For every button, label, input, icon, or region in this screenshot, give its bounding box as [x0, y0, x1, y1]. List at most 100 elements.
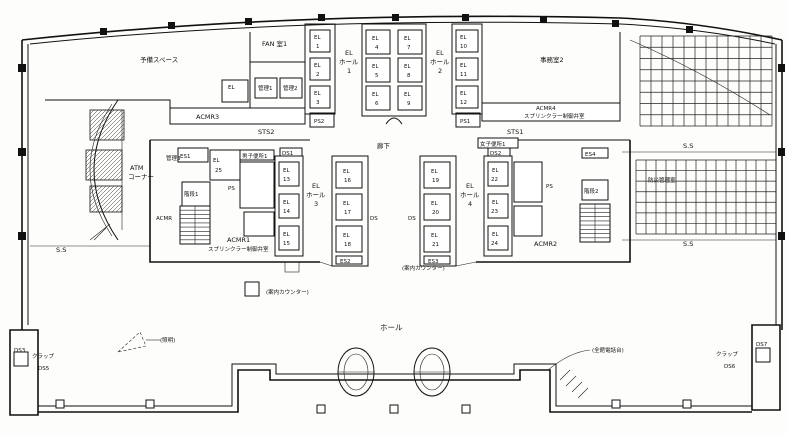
right-core: EL 22 EL 23 EL 24 DS2 女子便所1 PS ES4 階段2 A… [476, 137, 631, 263]
ss-label-left: S.S [56, 246, 66, 254]
left-atm-area: ATM コーナー [85, 99, 154, 241]
upper-rooms: 予備スペース FAN 室1 管理1 管理2 EL ACMR3 STS2 PS2 … [45, 30, 621, 150]
reception-counter: (案内カウンター) (案内カウンター) [244, 261, 445, 297]
acmr-left-label: ACMR [156, 216, 172, 222]
el-17-prefix: EL [343, 201, 350, 207]
el-hall-3-b: ホール [306, 191, 326, 199]
el-20-prefix: EL [431, 201, 438, 207]
el-15-number: 15 [283, 241, 290, 247]
el-small-a-label: EL [228, 85, 235, 91]
el-18-prefix: EL [343, 233, 350, 239]
mgmt-label: 防災管理室 [648, 176, 676, 184]
el-hall-4-label: EL ホール 4 [460, 182, 480, 208]
el-hall-4-b: ホール [460, 191, 480, 199]
el-7-prefix: EL [404, 36, 411, 42]
el-2-prefix: EL [314, 63, 321, 69]
outer-walls [9, 14, 785, 416]
el-1-number: 1 [316, 44, 320, 50]
ds6-area: DS7 クラップ DS6 [716, 342, 771, 370]
el-hall-1-c: 1 [347, 67, 351, 75]
el-11-prefix: EL [460, 63, 467, 69]
el-13-number: 13 [283, 177, 290, 183]
kanri3-label: 管理3 [166, 154, 181, 162]
preparatory-space-label: 予備スペース [140, 55, 178, 64]
el-23-prefix: EL [492, 200, 499, 206]
es4-label: ES4 [585, 152, 596, 158]
ss-label-top: S.S [683, 142, 693, 150]
el-18-number: 18 [344, 242, 351, 248]
el-14-prefix: EL [283, 200, 290, 206]
stair2-label: 階段2 [584, 187, 599, 195]
elevator-bank-top-left: EL 1 EL 2 EL 3 [304, 23, 336, 115]
acmr1-label: ACMR1 [227, 236, 250, 244]
el-hall-3-c: 3 [314, 200, 318, 208]
el-hall-2-label: EL ホール 2 [430, 49, 450, 75]
el-hall-2-b: ホール [430, 58, 450, 66]
clap-right-label: クラップ [716, 351, 739, 358]
ps-right-label: PS [546, 184, 553, 190]
el-11-number: 11 [460, 72, 467, 78]
stair-left-treads [180, 206, 210, 244]
el-14-number: 14 [283, 209, 290, 215]
reception-label: (案内カウンター) [266, 288, 309, 296]
ds2-label: DS2 [490, 151, 501, 157]
telephone-stand-label: (全館電話台) [592, 346, 624, 354]
stair-right-treads [580, 204, 610, 242]
elevator-bank-top-mid: EL 4 EL 5 EL 6 EL 7 EL 8 EL 9 [361, 23, 427, 125]
stair1-label: 階段1 [184, 190, 199, 198]
el-16-number: 16 [344, 178, 351, 184]
ds6-label: DS6 [724, 364, 736, 370]
el-9-number: 9 [407, 101, 411, 107]
el-hall-2-c: 2 [438, 67, 442, 75]
ps1-label: PS1 [460, 119, 470, 125]
el-2-number: 2 [316, 72, 320, 78]
atm-label: ATM [130, 164, 144, 172]
el25-number: 25 [215, 168, 222, 174]
hall-label: ホール [380, 323, 403, 332]
el-hall-1-b: ホール [339, 58, 359, 66]
el-hall-3-label: EL ホール 3 [306, 182, 326, 208]
el-hall-4-c: 4 [468, 200, 472, 208]
ds5-area: DS3 クラップ DS5 [13, 348, 55, 372]
top-right-grid [639, 35, 773, 127]
el-20-number: 20 [432, 210, 439, 216]
corridor-label: 廊下 [377, 141, 391, 150]
el-3-number: 3 [316, 100, 320, 106]
ds7-label: DS7 [756, 342, 768, 348]
ds3-label: DS3 [14, 348, 26, 354]
swing-arc-top-right [629, 39, 771, 116]
fan-room-label: FAN 室1 [262, 39, 287, 48]
acmr4-note: スプリンクラー制御弁室 [524, 112, 585, 120]
es3-label: ES3 [428, 259, 439, 265]
clap-left-label: クラップ [32, 353, 55, 360]
left-core: ES1 EL 25 管理3 階段1 PS ACMR ACMR1 スプリンクラー制… [149, 139, 320, 263]
el25-prefix: EL [213, 158, 220, 164]
el-4-prefix: EL [372, 36, 379, 42]
el-21-number: 21 [432, 242, 439, 248]
el-9-prefix: EL [404, 92, 411, 98]
acmr4-label: ACMR4 [536, 106, 556, 112]
el-4-number: 4 [375, 45, 379, 51]
el-22-prefix: EL [492, 168, 499, 174]
kanri2-label: 管理2 [283, 84, 298, 92]
telephone-stand: (全館電話台) [547, 346, 624, 399]
el-hall-3-a: EL [312, 182, 320, 190]
ds5-label: DS5 [38, 366, 50, 372]
el-hall-2-a: EL [436, 49, 444, 57]
sts1-label: STS1 [507, 128, 523, 136]
el-7-number: 7 [407, 45, 411, 51]
mens-toilet-label: 男子便所1 [242, 152, 268, 160]
elevator-bank-top-right: EL 10 EL 11 EL 12 [451, 23, 483, 115]
acmr3-label: ACMR3 [196, 113, 219, 121]
el-10-number: 10 [460, 44, 467, 50]
ss-label-bottom-right: S.S [683, 240, 693, 248]
kanri1-label: 管理1 [258, 84, 273, 92]
lighting-label: (照明) [160, 337, 175, 344]
el-10-prefix: EL [460, 35, 467, 41]
lighting-annotation: (照明) [116, 331, 175, 353]
el-13-prefix: EL [283, 168, 290, 174]
office2-label: 事務室2 [540, 55, 564, 64]
el-24-number: 24 [491, 241, 498, 247]
el-5-prefix: EL [372, 64, 379, 70]
